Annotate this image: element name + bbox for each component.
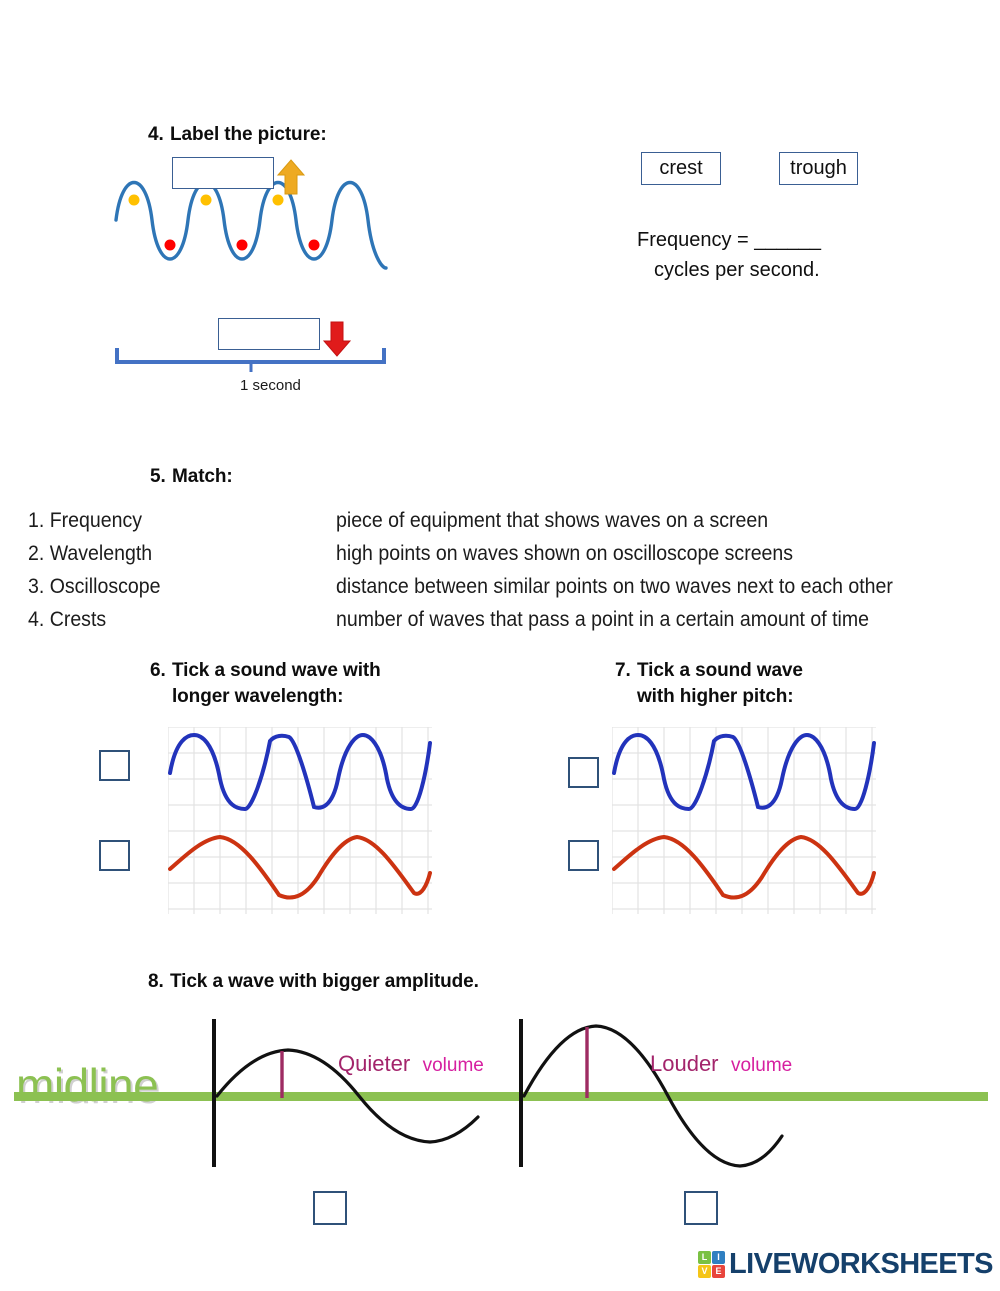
q5-number: 5. — [150, 466, 166, 487]
trough-marker — [308, 239, 320, 251]
q8-checkbox-right[interactable] — [684, 1191, 718, 1225]
logo-tile-i: I — [712, 1251, 725, 1264]
match-right-item[interactable]: number of waves that pass a point in a c… — [336, 608, 870, 631]
q8-quieter-caption: Quieter volume — [338, 1051, 484, 1077]
q8-heading: 8. Tick a wave with bigger amplitude. — [148, 969, 479, 995]
q7-number: 7. — [615, 660, 631, 681]
match-left-item[interactable]: 1. Frequency — [28, 509, 142, 532]
q8-quieter-strong: Quieter — [338, 1051, 411, 1076]
q4-frequency-line-1: Frequency = ______ — [637, 229, 822, 251]
q5-heading: 5. Match: — [150, 464, 233, 490]
q7-heading: 7. Tick a sound wave with higher pitch: — [615, 658, 803, 709]
crest-marker — [200, 194, 212, 206]
q6-blue-wave — [168, 732, 432, 812]
match-right-item[interactable]: distance between similar points on two w… — [336, 575, 893, 598]
q8-quieter-light: volume — [422, 1055, 484, 1076]
q6-number: 6. — [150, 660, 166, 681]
logo-tile-l: L — [698, 1251, 711, 1264]
q4-wave-diagram — [114, 180, 388, 270]
logo-tile-e: E — [712, 1265, 725, 1278]
q7-checkbox-top[interactable] — [568, 757, 599, 788]
q4-heading: 4. Label the picture: — [148, 122, 327, 148]
arrow-up-icon — [276, 159, 306, 195]
q6-title-line1: Tick a sound wave with — [172, 660, 381, 681]
q8-quieter-wave — [215, 1048, 480, 1144]
q4-number: 4. — [148, 124, 164, 145]
match-right-item[interactable]: piece of equipment that shows waves on a… — [336, 509, 769, 532]
trough-marker — [236, 239, 248, 251]
match-left-item[interactable]: 3. Oscilloscope — [28, 575, 161, 598]
q7-title-line1: Tick a sound wave — [637, 660, 803, 681]
midline-bar — [14, 1092, 988, 1101]
q8-amplitude-diagram — [14, 1019, 988, 1168]
q7-checkbox-bottom[interactable] — [568, 840, 599, 871]
q7-red-wave — [612, 834, 876, 900]
q8-louder-light: volume — [730, 1055, 793, 1076]
word-bank-trough[interactable]: trough — [779, 152, 858, 185]
arrow-down-icon — [322, 321, 352, 357]
q5-title: Match: — [172, 466, 233, 487]
word-bank-crest[interactable]: crest — [641, 152, 721, 185]
q7-blue-wave — [612, 732, 876, 812]
crest-marker — [128, 194, 140, 206]
liveworksheets-logo[interactable]: L I V E LIVEWORKSHEETS — [698, 1248, 994, 1280]
q6-red-wave — [168, 834, 432, 900]
q8-checkbox-left[interactable] — [313, 1191, 347, 1225]
match-left-item[interactable]: 2. Wavelength — [28, 542, 153, 565]
q6-checkbox-bottom[interactable] — [99, 840, 130, 871]
match-right-item[interactable]: high points on waves shown on oscillosco… — [336, 542, 794, 565]
q6-checkbox-top[interactable] — [99, 750, 130, 781]
logo-tile-v: V — [698, 1265, 711, 1278]
q4-duration-label: 1 second — [240, 377, 301, 394]
logo-tile-grid: L I V E — [698, 1251, 725, 1278]
q4-trough-answer-box[interactable] — [218, 318, 320, 350]
logo-wordmark: LIVEWORKSHEETS — [729, 1248, 994, 1280]
trough-marker — [164, 239, 176, 251]
q7-oscilloscope-chart — [612, 727, 876, 914]
q8-number: 8. — [148, 971, 164, 992]
q8-louder-caption: Louder volume — [650, 1051, 792, 1077]
q7-title-line2: with higher pitch: — [637, 685, 794, 707]
q8-louder-wave — [522, 1024, 784, 1168]
q5-left-column: 1. Frequency 2. Wavelength 3. Oscillosco… — [28, 504, 160, 636]
q6-heading: 6. Tick a sound wave with longer waveleng… — [150, 658, 381, 709]
q6-title-line2: longer wavelength: — [172, 685, 344, 707]
q8-title: Tick a wave with bigger amplitude. — [170, 971, 479, 992]
q4-title: Label the picture: — [170, 124, 327, 145]
q4-frequency-line-2: cycles per second. — [654, 259, 820, 281]
q8-louder-strong: Louder — [650, 1051, 719, 1076]
q4-duration-bracket — [115, 348, 386, 372]
crest-marker — [272, 194, 284, 206]
q6-oscilloscope-chart — [168, 727, 432, 914]
q4-crest-answer-box[interactable] — [172, 157, 274, 189]
match-left-item[interactable]: 4. Crests — [28, 608, 107, 631]
q5-right-column: piece of equipment that shows waves on a… — [336, 504, 893, 636]
